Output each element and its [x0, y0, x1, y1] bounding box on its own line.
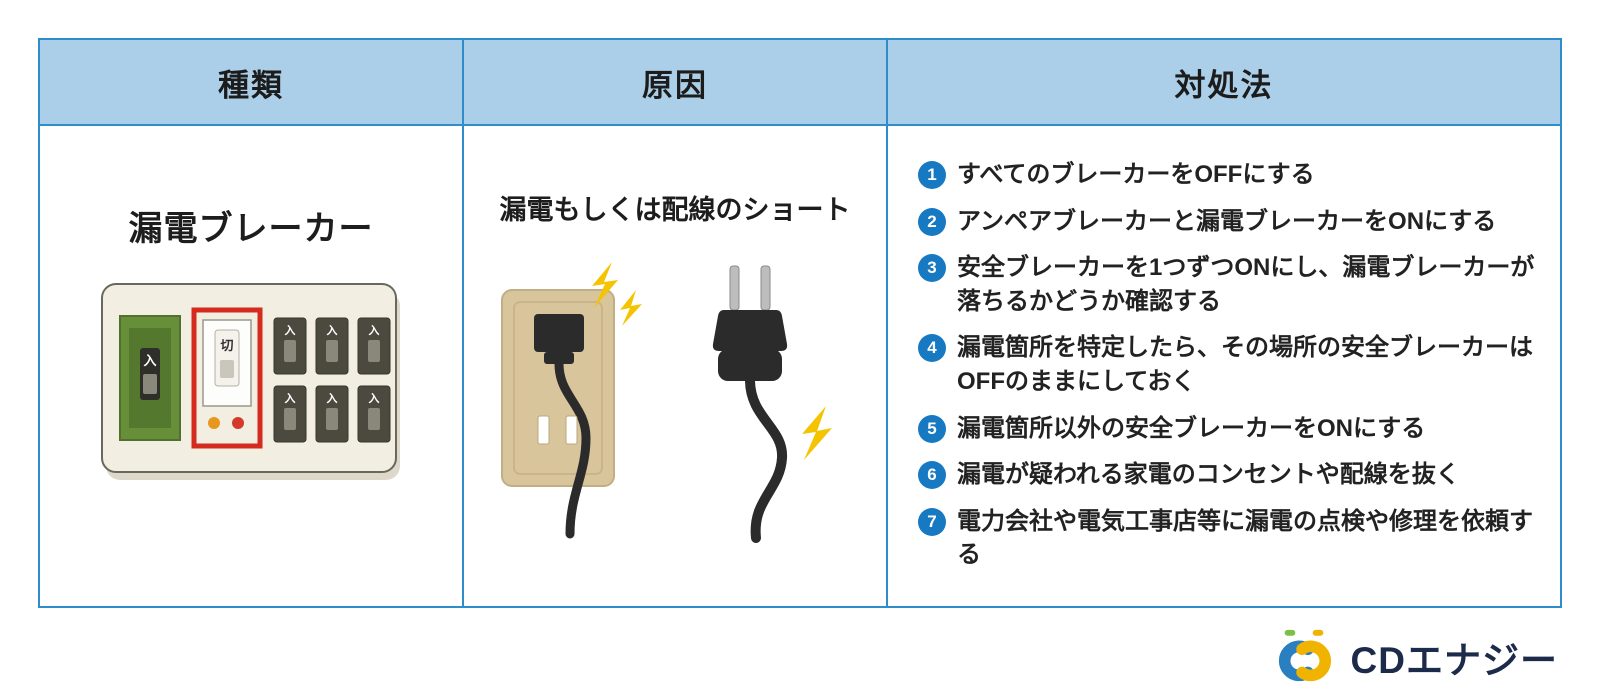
remedy-item: 6 漏電が疑われる家電のコンセントや配線を抜く — [918, 458, 1536, 492]
outlet-plug-illustration — [501, 262, 832, 543]
svg-text:入: 入 — [327, 324, 338, 337]
cause-text: 漏電もしくは配線のショート — [499, 195, 851, 225]
remedy-text: 漏電箇所を特定したら、その場所の安全ブレーカーはOFFのままにしておく — [957, 334, 1533, 395]
remedy-item: 1 すべてのブレーカーをOFFにする — [918, 158, 1536, 192]
cd-energy-logo: CDエナジー — [1269, 628, 1558, 686]
logo-text: CDエナジー — [1350, 640, 1558, 681]
svg-text:入: 入 — [369, 392, 380, 405]
table-header-row: 種類 原因 対処法 — [40, 40, 1560, 126]
remedy-list: 1 すべてのブレーカーをOFFにする 2 アンペアブレーカーと漏電ブレーカーをO… — [918, 158, 1536, 572]
step-number-badge: 2 — [918, 207, 946, 236]
step-number-badge: 6 — [918, 461, 946, 490]
svg-text:入: 入 — [369, 324, 380, 337]
safety-breakers: 入 入 入 入 入 入 — [273, 317, 391, 443]
remedy-item: 7 電力会社や電気工事店等に漏電の点検や修理を依頼する — [918, 505, 1536, 572]
remedy-text: 電力会社や電気工事店等に漏電の点検や修理を依頼する — [957, 507, 1533, 569]
wall-outlet — [501, 289, 615, 539]
remedy-item: 5 漏電箇所以外の安全ブレーカーをONにする — [918, 412, 1536, 446]
step-number-badge: 4 — [918, 334, 946, 363]
damaged-plug — [712, 265, 788, 543]
svg-text:切: 切 — [220, 338, 233, 353]
breaker-panel-illustration: 入 切 入 入 — [101, 283, 400, 480]
svg-text:入: 入 — [285, 324, 296, 337]
remedy-text: アンペアブレーカーと漏電ブレーカーをONにする — [957, 207, 1497, 235]
leakage-breaker-highlighted: 切 — [191, 307, 263, 449]
spark-icon — [802, 406, 832, 460]
cd-energy-logo-icon — [1278, 629, 1331, 682]
remedy-item: 2 アンペアブレーカーと漏電ブレーカーをONにする — [918, 205, 1536, 239]
red-highlight-box — [191, 307, 263, 449]
remedy-item: 3 安全ブレーカーを1つずつONにし、漏電ブレーカーが落ちるかどうか確認する — [918, 251, 1536, 318]
remedy-cell: 1 すべてのブレーカーをOFFにする 2 アンペアブレーカーと漏電ブレーカーをO… — [888, 126, 1560, 606]
main-breaker-green: 入 — [119, 315, 181, 441]
header-type: 種類 — [40, 40, 464, 124]
breaker-type-title: 漏電ブレーカー — [128, 210, 374, 248]
header-remedy: 対処法 — [888, 40, 1560, 124]
step-number-badge: 7 — [918, 507, 946, 536]
breaker-info-table: 種類 原因 対処法 漏電ブレーカー 入 — [38, 38, 1562, 608]
remedy-item: 4 漏電箇所を特定したら、その場所の安全ブレーカーはOFFのままにしておく — [918, 331, 1536, 398]
remedy-text: 漏電箇所以外の安全ブレーカーをONにする — [957, 414, 1426, 442]
remedy-text: 安全ブレーカーを1つずつONにし、漏電ブレーカーが落ちるかどうか確認する — [957, 254, 1535, 315]
remedy-text: すべてのブレーカーをOFFにする — [957, 161, 1315, 188]
table-body-row: 漏電ブレーカー 入 — [40, 126, 1560, 606]
step-number-badge: 1 — [918, 161, 946, 189]
spark-icon — [592, 262, 642, 326]
cause-cell: 漏電もしくは配線のショート — [464, 126, 888, 606]
step-number-badge: 5 — [918, 414, 946, 443]
svg-text:入: 入 — [327, 392, 338, 405]
header-cause: 原因 — [464, 40, 888, 124]
step-number-badge: 3 — [918, 254, 946, 283]
svg-text:入: 入 — [143, 353, 156, 368]
svg-text:入: 入 — [285, 392, 296, 405]
type-cell: 漏電ブレーカー 入 — [40, 126, 464, 606]
remedy-text: 漏電が疑われる家電のコンセントや配線を抜く — [957, 461, 1460, 489]
